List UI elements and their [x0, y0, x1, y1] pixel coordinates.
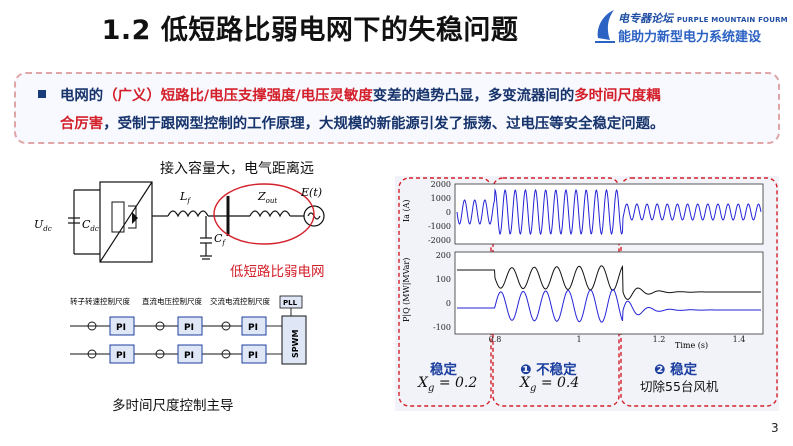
- y-tick-label: 100: [436, 275, 451, 284]
- pi-block: PI: [248, 351, 258, 361]
- lf-label: Lf: [179, 190, 191, 205]
- weak-grid-label: 低短路比弱电网: [230, 264, 325, 280]
- time-axis-label: Time (s): [675, 341, 708, 350]
- summary-line-2: 合厉害，受制于跟网型控制的工作原理，大规模的新能源引发了振荡、过电压等安全稳定问…: [60, 116, 665, 132]
- ia-waveform: [456, 188, 762, 236]
- y-tick-label: -1000: [428, 222, 451, 231]
- control-header-2: 直流电压控制尺度: [142, 296, 202, 306]
- pi-block: PI: [116, 323, 126, 333]
- summary-line-1: 电网的（广义）短路比/电压支撑强度/电压灵敏度变差的趋势凸显，多变流器间的多时间…: [60, 88, 661, 104]
- summary-box: 电网的（广义）短路比/电压支撑强度/电压灵敏度变差的趋势凸显，多变流器间的多时间…: [14, 72, 780, 144]
- pq-axis-label: P|Q (MW|MVar): [402, 258, 411, 322]
- x-tick-label: 1.4: [733, 335, 746, 344]
- brand-logo: 电专器论坛 PURPLE MOUNTAIN FOURM 能助力新型电力系统建设: [520, 6, 788, 48]
- y-tick-label: -2000: [428, 236, 451, 245]
- ia-axis-label: Ia (A): [402, 200, 411, 223]
- q-waveform: [457, 289, 761, 323]
- y-tick-label: 0: [446, 299, 451, 308]
- pi-block: PI: [184, 323, 194, 333]
- control-header-1: 转子转速控制尺度: [70, 296, 130, 306]
- unstable-label: ❶ 不稳定: [520, 362, 577, 378]
- y-tick-label: 200: [436, 251, 451, 260]
- y-tick-label: 1000: [431, 194, 451, 203]
- control-caption: 多时间尺度控制主导: [112, 398, 234, 414]
- pi-block: PI: [248, 323, 258, 333]
- control-header-3: 交流电流控制尺度: [210, 296, 270, 306]
- cf-label: Cf: [214, 232, 226, 247]
- page-number: 3: [771, 421, 779, 435]
- y-tick-label: 2000: [431, 180, 451, 189]
- unstable-xg: Xg = 0.4: [520, 375, 580, 394]
- spwm-label: SPWM: [291, 330, 300, 358]
- x-tick-label: 1: [576, 335, 581, 344]
- cut-turbines-label: 切除55台风机: [640, 379, 719, 394]
- circuit-caption: 接入容量大，电气距离远: [160, 161, 314, 177]
- stable-1-label: 稳定: [430, 362, 457, 378]
- brand-line-2: 能助力新型电力系统建设: [618, 30, 762, 45]
- zout-label: Zout: [257, 190, 277, 205]
- control-diagram: 转子转速控制尺度 直流电压控制尺度 交流电流控制尺度 PLL PI PI PI …: [70, 295, 307, 365]
- y-tick-label: 0: [446, 208, 451, 217]
- brand-line-1: 电专器论坛 PURPLE MOUNTAIN FOURM: [618, 12, 788, 25]
- pi-block: PI: [116, 351, 126, 361]
- page-title: 1.2 低短路比弱电网下的失稳问题: [101, 15, 519, 46]
- x-tick-label: 1.2: [653, 335, 666, 344]
- circuit-diagram: Udc Cdc Lf Cf Zout E(t): [34, 181, 325, 263]
- bullet-square-icon: [38, 90, 46, 98]
- p-waveform: [457, 264, 761, 300]
- source-label: E(t): [300, 186, 322, 199]
- cdc-label: Cdc: [82, 218, 99, 233]
- pi-block: PI: [184, 351, 194, 361]
- stable-1-xg: Xg = 0.2: [418, 375, 478, 394]
- brand-mark-icon: [595, 10, 615, 43]
- pll-label: PLL: [283, 299, 298, 307]
- udc-label: Udc: [34, 218, 52, 233]
- stable-2-label: ❷ 稳定: [654, 362, 698, 378]
- y-tick-label: -100: [433, 323, 451, 332]
- x-tick-label: 0.8: [489, 335, 502, 344]
